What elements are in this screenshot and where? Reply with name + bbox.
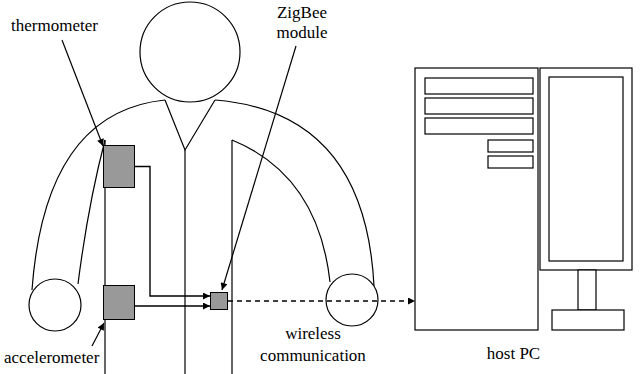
monitor-screen [549,77,623,261]
node-label: accelerometer [4,348,99,368]
left-hand [29,279,81,331]
host-pc-area: host PC [415,68,632,330]
drive-bay [425,78,533,94]
right-arm-inner [232,140,330,282]
leader-lines [62,40,296,346]
left-arm-inner [78,140,105,284]
head [140,2,240,102]
leader-line [62,40,103,146]
sensor-box: accelerometer [103,285,135,320]
sensor-box: thermometer [103,145,135,188]
signal-wire [135,305,210,306]
leader-line [92,323,104,346]
v-neck [165,100,215,150]
pc-tower [415,68,538,330]
node-label: ZigBee module [261,3,343,43]
leader-line [222,46,296,290]
node-label: thermometer [11,16,98,36]
drive-bay [425,118,533,134]
drive-slot [488,156,533,168]
node-label: host PC [487,344,540,364]
drive-slot [488,140,533,152]
monitor-base [552,310,624,330]
connector-label: wireless communication [252,323,374,367]
jacket-center-line [184,150,185,374]
radio-module-box: ZigBee module [210,292,228,310]
person-figure [29,2,378,374]
monitor-stand [578,270,596,310]
signal-wire [135,167,210,297]
wireless-link [228,300,415,301]
left-arm-outer [32,100,165,290]
right-arm-outer [215,100,374,286]
monitor [540,68,632,270]
drive-bay [425,98,533,114]
pc-drawing [415,68,632,330]
right-hand [326,274,378,326]
